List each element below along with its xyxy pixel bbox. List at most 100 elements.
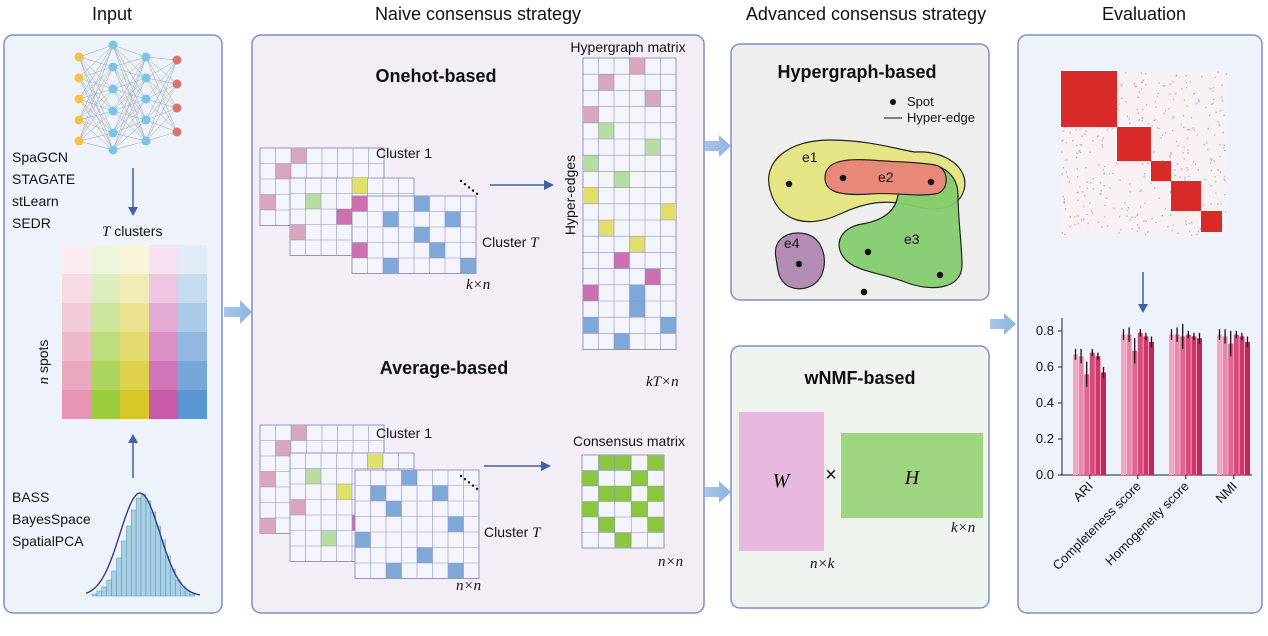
heatmap-noise — [1140, 189, 1142, 191]
legend-spot-label: Spot — [907, 94, 934, 109]
heatmap-noise — [1211, 158, 1213, 161]
spot-points — [785, 174, 944, 296]
heatmap-noise — [1171, 130, 1174, 132]
heatmap-noise — [1185, 75, 1187, 77]
avg-cluster-mid-cell — [367, 453, 383, 469]
heatmap-noise — [1223, 178, 1225, 180]
heatmap-noise — [1086, 187, 1088, 190]
heatmap-noise — [1147, 162, 1149, 165]
heatmap-noise — [1188, 230, 1191, 233]
heatmap-noise — [1126, 209, 1128, 212]
flow-arrow-average-wnmf — [705, 481, 731, 503]
table-cell — [62, 274, 91, 303]
hypergraph-matrix-cell — [629, 58, 645, 75]
heatmap-block — [1117, 127, 1151, 161]
heatmap-noise — [1067, 176, 1069, 178]
cluster-table — [62, 245, 207, 419]
bar — [1132, 350, 1138, 475]
consensus-cell — [614, 455, 632, 471]
nn-edge — [145, 59, 178, 121]
nn-edge — [145, 77, 178, 133]
heatmap-noise — [1214, 176, 1216, 178]
nn-edge — [112, 56, 147, 90]
heatmap-noise — [1141, 117, 1143, 119]
y-tick-label: 0.4 — [1036, 395, 1054, 410]
nn-edge — [78, 98, 114, 134]
table-cell — [91, 303, 120, 332]
histogram-bar — [135, 497, 142, 597]
onehot-clusterT-label: Cluster T — [482, 234, 540, 251]
heatmap-noise — [1101, 140, 1103, 142]
dim-nxn-label-stack: n×n — [456, 578, 481, 594]
table-cell — [91, 274, 120, 303]
heatmap-noise — [1080, 144, 1083, 146]
arrowhead-hgm — [544, 180, 554, 190]
heatmap-noise — [1079, 144, 1082, 146]
nn-edge — [112, 98, 147, 151]
arrowhead-eval — [1138, 304, 1148, 313]
dim-kxn-wnmf-label: k×n — [951, 520, 975, 536]
heatmap-noise — [1155, 106, 1157, 108]
table-cell — [120, 274, 149, 303]
hypergraph-matrix-cell — [629, 301, 645, 318]
histogram-bar — [121, 540, 127, 597]
heatmap-noise — [1224, 179, 1226, 182]
method-list-bottom: BASS BayesSpace SpatialPCA — [12, 489, 91, 549]
dim-kTxn-label: kT×n — [646, 374, 679, 390]
times-sign: × — [825, 464, 837, 486]
avg-clusterT-cell — [448, 516, 464, 532]
y-tick-label: 0.8 — [1036, 323, 1054, 338]
heatmap-noise — [1175, 74, 1178, 76]
heatmap-noise — [1193, 93, 1195, 95]
heatmap-noise — [1150, 182, 1153, 184]
avg-clusterT-cell — [370, 485, 386, 501]
nn-edge — [112, 56, 147, 134]
heatmap-noise — [1109, 187, 1111, 189]
nn-edge — [78, 66, 114, 142]
hypergraph-matrix-cell — [598, 122, 614, 139]
heatmap-noise — [1192, 161, 1195, 163]
spot — [795, 260, 803, 268]
histogram-bar — [189, 593, 196, 597]
ellipsis-dot — [467, 186, 471, 189]
heatmap-noise — [1141, 119, 1143, 121]
heatmap-noise — [1105, 197, 1107, 199]
heatmap-noise — [1189, 222, 1191, 225]
heatmap-noise — [1167, 226, 1169, 228]
heatmap-noise — [1106, 225, 1109, 227]
heatmap-noise — [1139, 206, 1142, 208]
heatmap-noise — [1145, 220, 1148, 222]
heatmap-noise — [1154, 101, 1156, 103]
heatmap-noise — [1131, 228, 1133, 230]
nn-edge — [112, 56, 147, 151]
consensus-cell — [598, 486, 615, 502]
heatmap-noise — [1156, 127, 1159, 129]
consensus-cell — [647, 517, 664, 533]
hypergraph-matrix-cell — [614, 252, 630, 269]
heatmap-noise — [1221, 100, 1224, 102]
edge-label-e1: e1 — [802, 149, 818, 165]
onehot-cluster-mid-cell — [290, 224, 306, 240]
histogram-bar — [145, 500, 152, 597]
heatmap-noise — [1201, 76, 1203, 78]
heatmap-noise — [1069, 226, 1071, 228]
heatmap-noise — [1141, 81, 1143, 83]
onehot-cluster1-label: Cluster 1 — [376, 145, 432, 161]
edge-label-e2: e2 — [878, 169, 894, 185]
heatmap-noise — [1121, 97, 1123, 99]
heatmap-noise — [1143, 220, 1145, 222]
heatmap-noise — [1175, 140, 1178, 143]
heatmap-noise — [1133, 85, 1136, 88]
heatmap-noise — [1219, 144, 1221, 146]
nn-edge — [78, 132, 114, 142]
ellipsis-dot — [459, 474, 463, 478]
heatmap-noise — [1182, 152, 1184, 154]
heatmap-noise — [1085, 130, 1087, 132]
nn-edge — [78, 56, 114, 112]
heatmap-noise — [1064, 233, 1066, 235]
onehot-cluster-mid-cell — [352, 178, 368, 194]
hypergraph-matrix-cell — [583, 284, 599, 301]
heatmap-noise — [1065, 142, 1068, 144]
dots-ellipsis-2 — [459, 474, 479, 490]
spot — [785, 180, 793, 188]
